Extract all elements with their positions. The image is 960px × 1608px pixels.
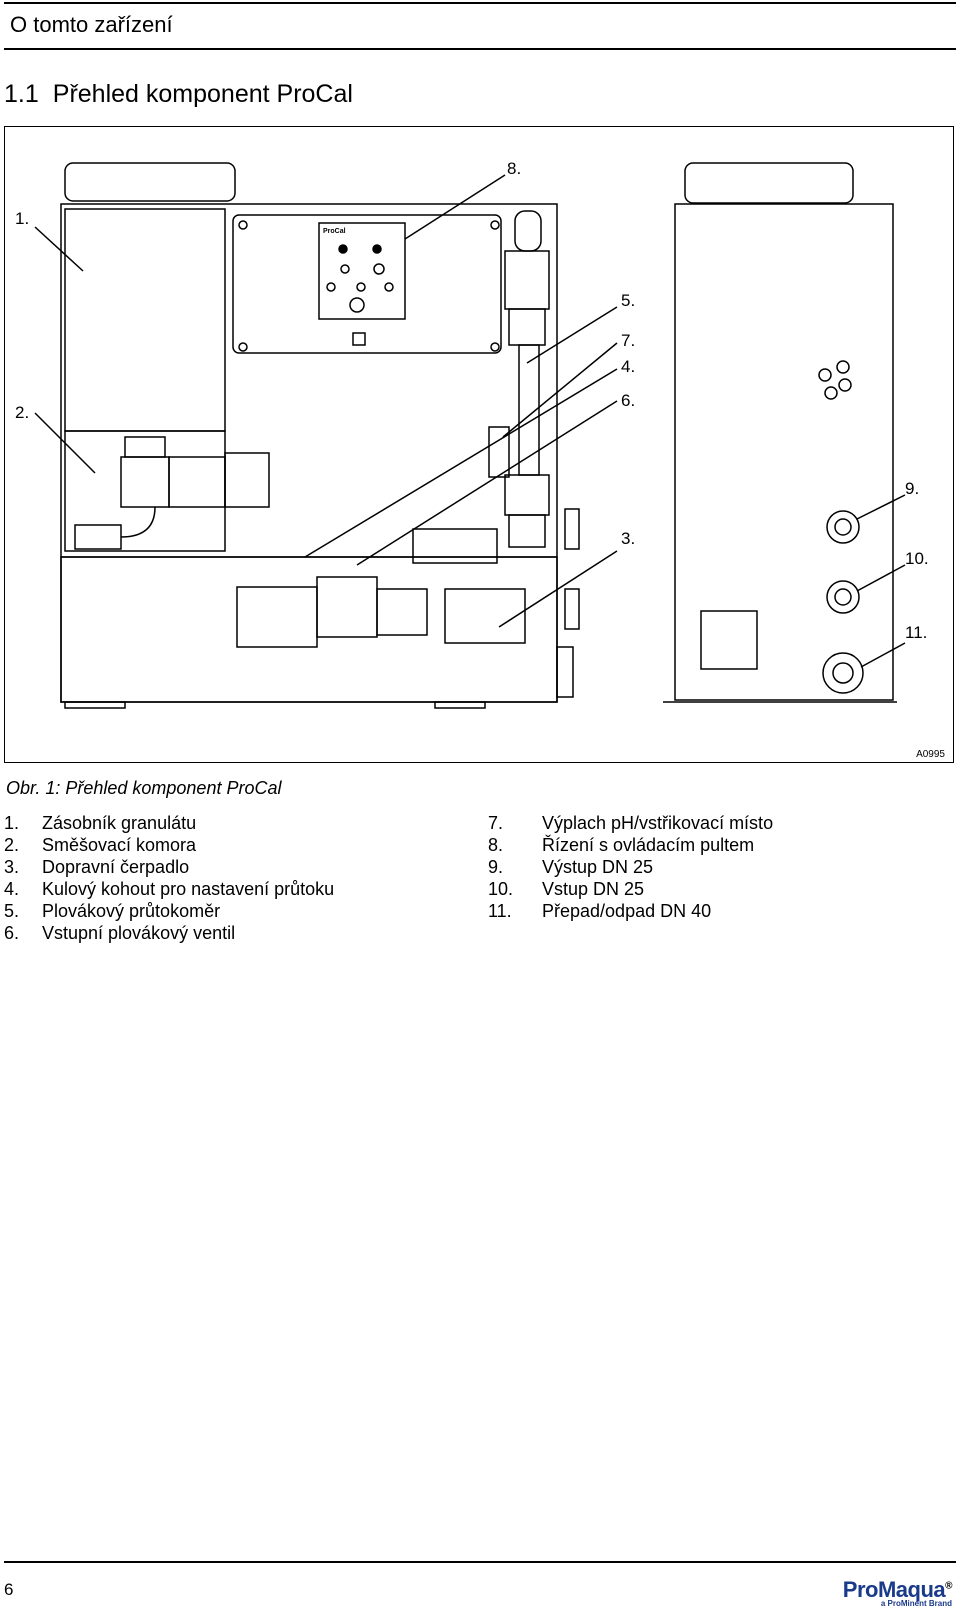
legend-item-number: 5.: [4, 901, 20, 921]
callout-6: 6.: [621, 391, 636, 410]
header-top-rule: [4, 2, 956, 4]
logo-sub: a ProMinent Brand: [880, 1599, 952, 1608]
panel-brand-text: ProCal: [323, 228, 346, 235]
hopper-lid-shape: [64, 162, 236, 202]
header-bottom-rule: [4, 48, 956, 50]
legend-item-text: Dopravní čerpadlo: [42, 857, 190, 877]
callout-1: 1.: [15, 209, 30, 228]
legend-item-number: 3.: [4, 857, 20, 877]
callout-4: 4.: [621, 357, 636, 376]
legend-item-text: Přepad/odpad DN 40: [542, 901, 712, 921]
figure-code: A0995: [916, 749, 945, 760]
legend-item-number: 1.: [4, 813, 20, 833]
control-panel-shape: [318, 222, 406, 320]
legend-item: 4. Kulový kohout pro nastavení průtoku: [4, 878, 334, 900]
callout-3: 3.: [621, 529, 636, 548]
legend-item: 7. Výplach pH/vstřikovací místo: [488, 812, 773, 834]
legend-item-text: Řízení s ovládacím pultem: [542, 835, 755, 855]
component-overview-figure: ProCal: [4, 126, 954, 763]
callout-5: 5.: [621, 291, 636, 310]
section-number: 1.1: [4, 80, 39, 108]
callout-11: 11.: [905, 623, 928, 642]
page-header-title: O tomto zařízení: [10, 12, 173, 37]
side-lid-shape: [684, 162, 854, 204]
legend-item-number: 8.: [488, 835, 504, 855]
legend-item-text: Vstupní plovákový ventil: [42, 923, 236, 943]
footer-rule: [4, 1561, 956, 1563]
legend-item-number: 6.: [4, 923, 20, 943]
legend-item-number: 2.: [4, 835, 20, 855]
page-number: 6: [4, 1580, 14, 1599]
mixing-chamber-shape: [64, 430, 226, 552]
procal-drawing: ProCal: [34, 162, 906, 709]
callout-9: 9.: [905, 479, 920, 498]
legend-item: 9. Výstup DN 25: [488, 856, 773, 878]
legend-item-text: Kulový kohout pro nastavení průtoku: [42, 879, 335, 899]
callout-8: 8.: [507, 159, 522, 178]
logo-main: ProMaqua: [842, 1577, 946, 1602]
side-frame-shape: [674, 203, 894, 701]
callout-2: 2.: [15, 403, 30, 422]
legend-item-text: Směšovací komora: [42, 835, 197, 855]
legend-item-text: Vstup DN 25: [542, 879, 645, 899]
legend-item-number: 9.: [488, 857, 504, 877]
legend-item-number: 11.: [488, 901, 512, 921]
legend-item: 10. Vstup DN 25: [488, 878, 773, 900]
legend-right: 7. Výplach pH/vstřikovací místo 8. Řízení s…: [488, 812, 773, 922]
promaqua-logo: ProMaqua® a ProMinent Brand: [842, 1577, 953, 1608]
legend-item-text: Plovákový průtokoměr: [42, 901, 221, 921]
legend-item: 1. Zásobník granulátu: [4, 812, 334, 834]
granulate-hopper-shape: [64, 208, 226, 432]
legend-item-number: 7.: [488, 813, 504, 833]
callout-7: 7.: [621, 331, 636, 350]
legend-item: 2. Směšovací komora: [4, 834, 334, 856]
legend-item-text: Výstup DN 25: [542, 857, 654, 877]
legend-item: 11. Přepad/odpad DN 40: [488, 900, 773, 922]
legend-item-number: 4.: [4, 879, 20, 899]
control-box-shape: [232, 214, 502, 354]
section-heading: 1.1 Přehled komponent ProCal: [4, 80, 353, 109]
base-tank-shape: [60, 556, 558, 703]
legend-item-number: 10.: [488, 879, 514, 899]
logo-registered: ®: [945, 1580, 952, 1592]
legend-item-text: Výplach pH/vstřikovací místo: [542, 813, 774, 833]
figure-caption: Obr. 1: Přehled komponent ProCal: [6, 778, 282, 798]
legend-item: 6. Vstupní plovákový ventil: [4, 922, 334, 944]
legend-item: 3. Dopravní čerpadlo: [4, 856, 334, 878]
main-frame-shape: [60, 203, 558, 703]
section-title: Přehled komponent ProCal: [52, 80, 353, 108]
callout-10: 10.: [905, 549, 929, 568]
legend-item-text: Zásobník granulátu: [42, 813, 197, 833]
side-port-shape: [700, 610, 758, 670]
legend-item: 5. Plovákový průtokoměr: [4, 900, 334, 922]
legend-item: 8. Řízení s ovládacím pultem: [488, 834, 773, 856]
